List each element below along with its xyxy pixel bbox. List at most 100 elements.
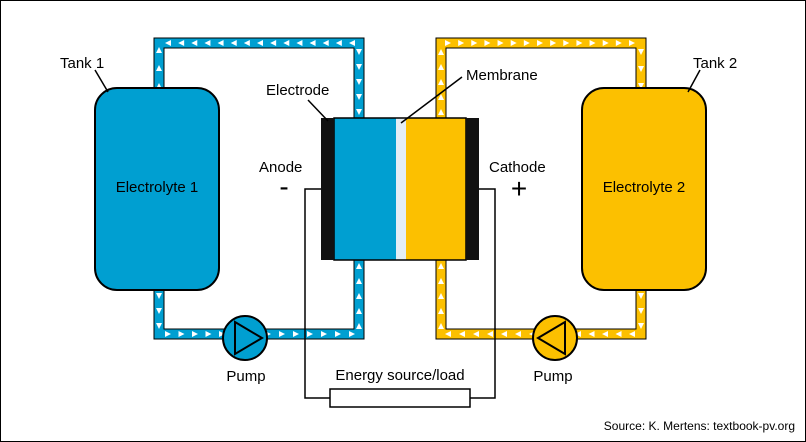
- flow-arrow: [438, 94, 444, 100]
- flow-arrow: [515, 331, 521, 337]
- cathode-label: Cathode: [489, 159, 546, 176]
- cathode-sign: +: [511, 173, 527, 204]
- flow-arrow: [230, 40, 237, 46]
- flow-arrow: [588, 331, 595, 337]
- pump-left-label: Pump: [226, 368, 265, 385]
- flow-arrow: [550, 40, 557, 46]
- flow-arrow: [438, 109, 444, 115]
- flow-arrow: [279, 331, 285, 337]
- membrane-label: Membrane: [466, 67, 538, 84]
- flow-arrow: [615, 331, 622, 337]
- flow-arrow: [257, 40, 263, 46]
- flow-arrow: [217, 40, 224, 46]
- flow-arrow: [192, 331, 198, 337]
- flow-arrow: [322, 40, 329, 46]
- anode-label: Anode: [259, 159, 302, 176]
- flow-arrow: [438, 263, 444, 269]
- flow-arrow: [156, 65, 162, 71]
- flow-arrow: [356, 293, 362, 299]
- flow-arrow: [638, 83, 644, 89]
- flow-arrow: [204, 40, 211, 46]
- flow-arrow: [356, 323, 362, 329]
- electrolyte-1-label: Electrolyte 1: [116, 179, 199, 196]
- flow-arrow: [356, 308, 362, 314]
- pump-right-label: Pump: [533, 368, 572, 385]
- flow-arrow: [487, 331, 493, 337]
- flow-arrow: [307, 331, 313, 337]
- flow-arrow: [296, 40, 303, 46]
- flow-arrow: [510, 40, 517, 46]
- flow-arrow: [563, 40, 570, 46]
- flow-arrow: [243, 40, 250, 46]
- flow-arrow: [638, 323, 644, 329]
- source-credit: Source: K. Mertens: textbook-pv.org: [604, 419, 795, 433]
- flow-arrow: [471, 40, 478, 46]
- flow-arrow: [205, 331, 212, 337]
- flow-arrow: [356, 278, 362, 284]
- flow-arrow: [575, 331, 581, 337]
- tank-1-label: Tank 1: [60, 55, 104, 72]
- flow-arrow: [438, 323, 444, 329]
- flow-arrow: [438, 49, 444, 55]
- flow-arrow: [438, 79, 444, 85]
- flow-arrow: [270, 40, 277, 46]
- flow-arrow: [349, 331, 355, 337]
- anode-half-cell: [334, 118, 396, 260]
- flow-arrow: [356, 64, 362, 70]
- flow-arrow: [356, 263, 362, 269]
- leader-lines: [94, 69, 701, 124]
- flow-arrow: [459, 331, 465, 337]
- flow-arrow: [445, 331, 451, 337]
- flow-arrow: [638, 308, 644, 314]
- flow-arrow: [165, 40, 171, 46]
- pump-right: [532, 315, 578, 361]
- flow-arrow: [458, 40, 465, 46]
- flow-arrow: [589, 40, 596, 46]
- membrane-layer: [396, 118, 406, 260]
- flow-arrow: [219, 331, 225, 337]
- electrolyte-2-label: Electrolyte 2: [603, 179, 686, 196]
- flow-arrow: [191, 40, 198, 46]
- flow-arrow: [356, 109, 362, 115]
- flow-arrow: [438, 293, 444, 299]
- flow-arrow: [537, 40, 543, 46]
- cathode-electrode: [466, 118, 479, 260]
- flow-arrow: [638, 66, 644, 72]
- flow-arrow: [156, 293, 162, 299]
- load-label: Energy source/load: [335, 367, 464, 384]
- flow-arrow: [638, 49, 644, 55]
- flow-arrow: [497, 40, 504, 46]
- flow-arrows: [156, 40, 644, 337]
- flow-arrow: [335, 40, 342, 46]
- flow-arrow: [156, 47, 162, 53]
- pump-left: [222, 315, 268, 361]
- flow-arrow: [602, 331, 608, 337]
- flow-arrow: [576, 40, 583, 46]
- flow-arrow: [438, 308, 444, 314]
- load-resistor: [329, 388, 471, 408]
- tank-2-label: Tank 2: [693, 55, 737, 72]
- flow-arrow: [445, 40, 451, 46]
- external-circuit: [304, 188, 496, 408]
- flow-arrow: [356, 94, 362, 100]
- flow-arrow: [356, 49, 362, 55]
- tank-1: [94, 87, 220, 291]
- flow-arrow: [309, 40, 316, 46]
- flow-arrow: [629, 331, 635, 337]
- flow-arrow: [473, 331, 479, 337]
- flow-arrow: [438, 64, 444, 70]
- flow-arrow: [484, 40, 491, 46]
- flow-arrow: [335, 331, 341, 337]
- anode-electrode: [321, 118, 334, 260]
- tank-2: [581, 87, 707, 291]
- electrode-label: Electrode: [266, 82, 329, 99]
- flow-arrow: [165, 331, 171, 337]
- flow-arrow: [283, 40, 290, 46]
- flow-arrow: [629, 40, 635, 46]
- flow-arrow: [356, 79, 362, 85]
- flow-arrow: [156, 323, 162, 329]
- cathode-half-cell: [406, 118, 466, 260]
- flow-arrow: [178, 40, 185, 46]
